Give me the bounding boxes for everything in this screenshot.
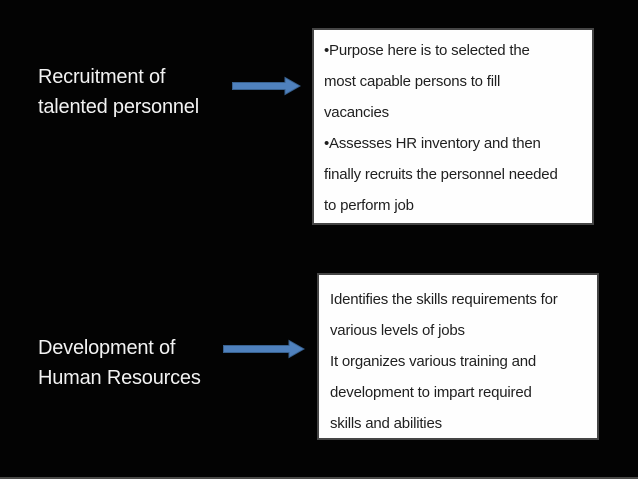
description-box-recruitment: •Purpose here is to selected the most ca… [312, 28, 594, 225]
label-line: Human Resources [38, 367, 201, 389]
right-arrow-icon [223, 339, 306, 364]
box-text-line: •Purpose here is to selected the [324, 42, 530, 59]
box-text-line: most capable persons to fill [324, 73, 501, 90]
label-line: Development of [38, 337, 176, 359]
box-text-line: to perform job [324, 197, 414, 214]
box-text-line: development to impart required [330, 384, 532, 401]
box-text-line: It organizes various training and [330, 353, 537, 370]
box-text-line: various levels of jobs [330, 322, 465, 339]
slide-bottom-border [0, 477, 638, 479]
box-text-line: skills and abilities [330, 415, 442, 432]
box-text-line: Identifies the skills requirements for [330, 291, 558, 308]
right-arrow-icon [232, 76, 302, 101]
box-text-line: •Assesses HR inventory and then [324, 135, 541, 152]
label-recruitment: Recruitment of talented personnel [38, 62, 199, 122]
label-development: Development of Human Resources [38, 333, 201, 393]
label-line: Recruitment of [38, 66, 166, 88]
description-box-development: Identifies the skills requirements for v… [317, 273, 599, 440]
box-text-line: finally recruits the personnel needed [324, 166, 558, 183]
label-line: talented personnel [38, 96, 199, 118]
box-text-line: vacancies [324, 104, 389, 121]
